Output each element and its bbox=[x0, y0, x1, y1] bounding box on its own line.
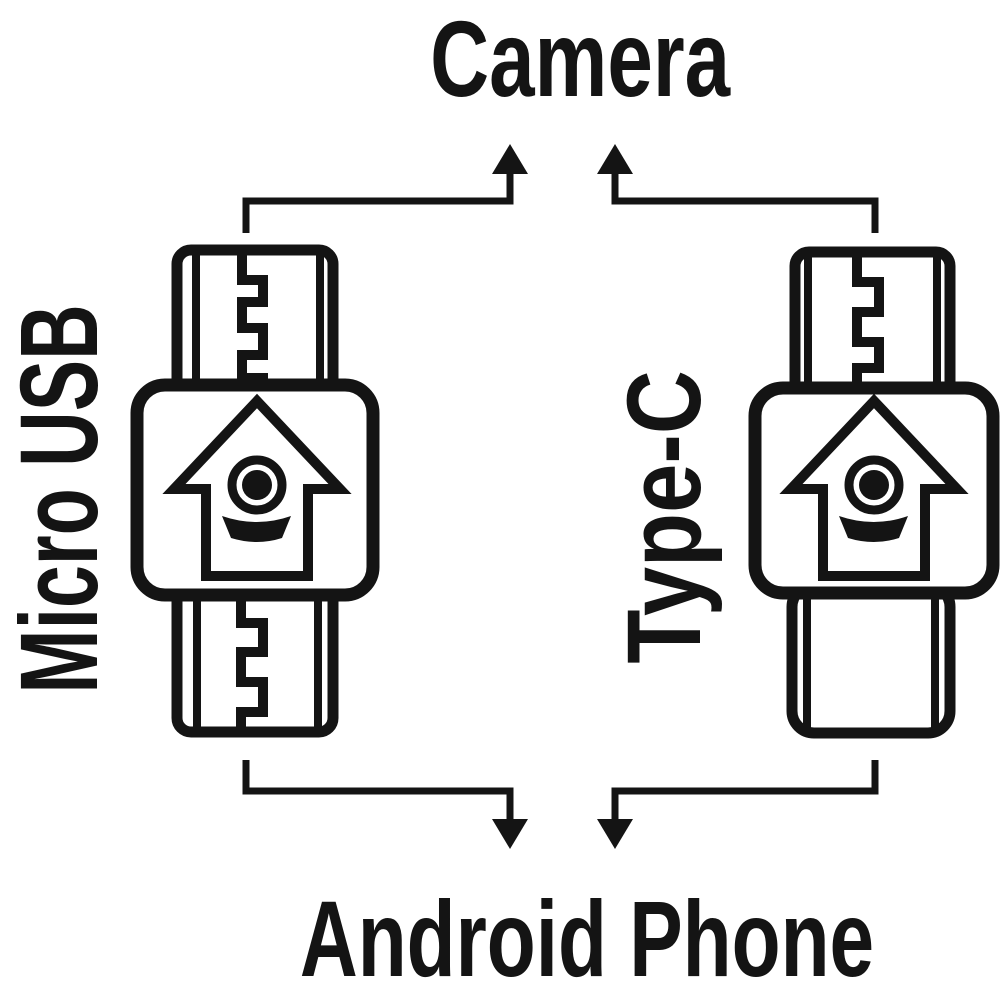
zipper-contacts-icon bbox=[852, 253, 884, 395]
plug-edge-lines bbox=[193, 590, 322, 730]
micro-usb-adapter-icon bbox=[130, 244, 380, 738]
line-micro-usb-to-camera bbox=[242, 144, 528, 233]
line-type-c-to-phone bbox=[597, 760, 879, 849]
line-micro-usb-to-phone bbox=[242, 760, 528, 849]
zipper-contacts-icon bbox=[236, 598, 268, 730]
type-c-adapter-icon bbox=[748, 246, 1000, 739]
type-c-plug-bottom bbox=[786, 579, 956, 739]
arrow-up-icon bbox=[597, 144, 633, 174]
micro-usb-label: Micro USB bbox=[0, 304, 121, 694]
plug-edge-lines bbox=[192, 252, 324, 392]
arrow-down-icon bbox=[492, 819, 528, 849]
plug-edge-lines bbox=[803, 589, 939, 728]
zipper-contacts-icon bbox=[237, 251, 268, 394]
usb-plug-top bbox=[789, 246, 956, 402]
line-type-c-to-camera bbox=[597, 144, 879, 233]
arrow-up-icon bbox=[492, 144, 528, 174]
camera-label: Camera bbox=[430, 0, 730, 119]
arrow-down-icon bbox=[597, 819, 633, 849]
plug-edge-lines bbox=[804, 254, 941, 394]
android-phone-label: Android Phone bbox=[299, 878, 875, 999]
type-c-label: Type-C bbox=[606, 370, 723, 664]
